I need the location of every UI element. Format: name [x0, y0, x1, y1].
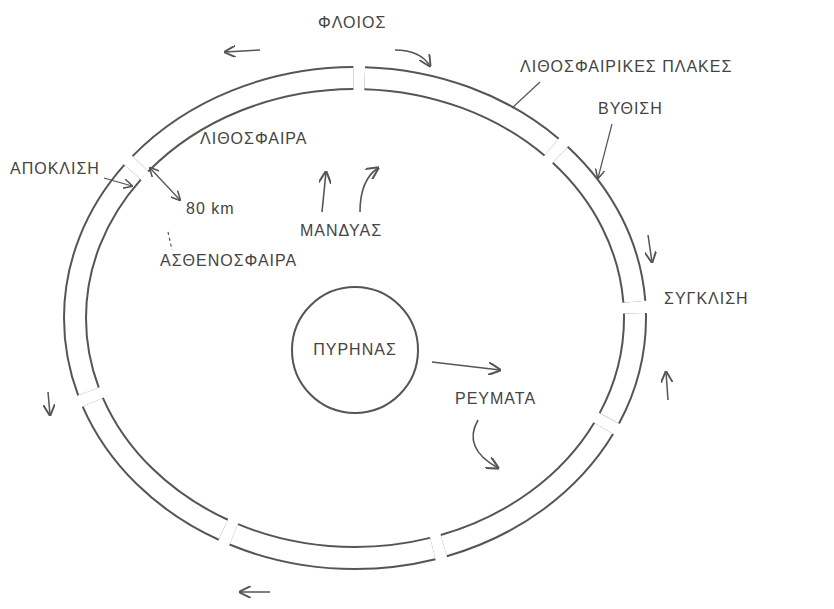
boundary-mark: [168, 232, 172, 250]
motion-arrow: [395, 50, 430, 66]
current-arrow: [360, 168, 378, 212]
node-text: ΠΥΡΗΝΑΣ: [313, 341, 397, 359]
motion-arrow: [48, 392, 50, 415]
plate-outline: [75, 78, 635, 558]
leader-line: [512, 82, 540, 108]
current-arrow: [322, 172, 326, 212]
core-circle: ΠΥΡΗΝΑΣ: [291, 286, 419, 414]
plate-fill: [75, 78, 635, 558]
motion-arrow: [225, 50, 260, 52]
part-label: ΜΑΝΔΥΑΣ: [300, 222, 382, 240]
part-label: ΛΙΘΟΣΦΑΙΡΑ: [200, 130, 308, 148]
part-label: ΡΕΥΜΑΤΑ: [455, 390, 536, 408]
leader-line: [598, 124, 612, 178]
part-label: ΛΙΘΟΣΦΑΙΡΙΚΕΣ ΠΛΑΚΕΣ: [520, 58, 732, 76]
current-arrow: [473, 420, 498, 468]
part-label: ΒΥΘΙΣΗ: [598, 100, 663, 118]
motion-arrow: [666, 372, 668, 400]
part-label: ΑΠΟΚΛΙΣΗ: [10, 160, 100, 178]
part-label: ΑΣΘΕΝΟΣΦΑΙΡΑ: [160, 252, 297, 270]
part-label: ΣΥΓΚΛΙΣΗ: [664, 290, 749, 308]
current-arrow: [432, 362, 500, 370]
motion-arrow: [648, 235, 652, 262]
motion-arrow: [240, 591, 270, 593]
thickness-arrow: [150, 168, 180, 200]
leader-line: [104, 178, 132, 186]
part-label: 80 km: [186, 200, 235, 218]
part-label: ΦΛΟΙΟΣ: [318, 14, 386, 32]
